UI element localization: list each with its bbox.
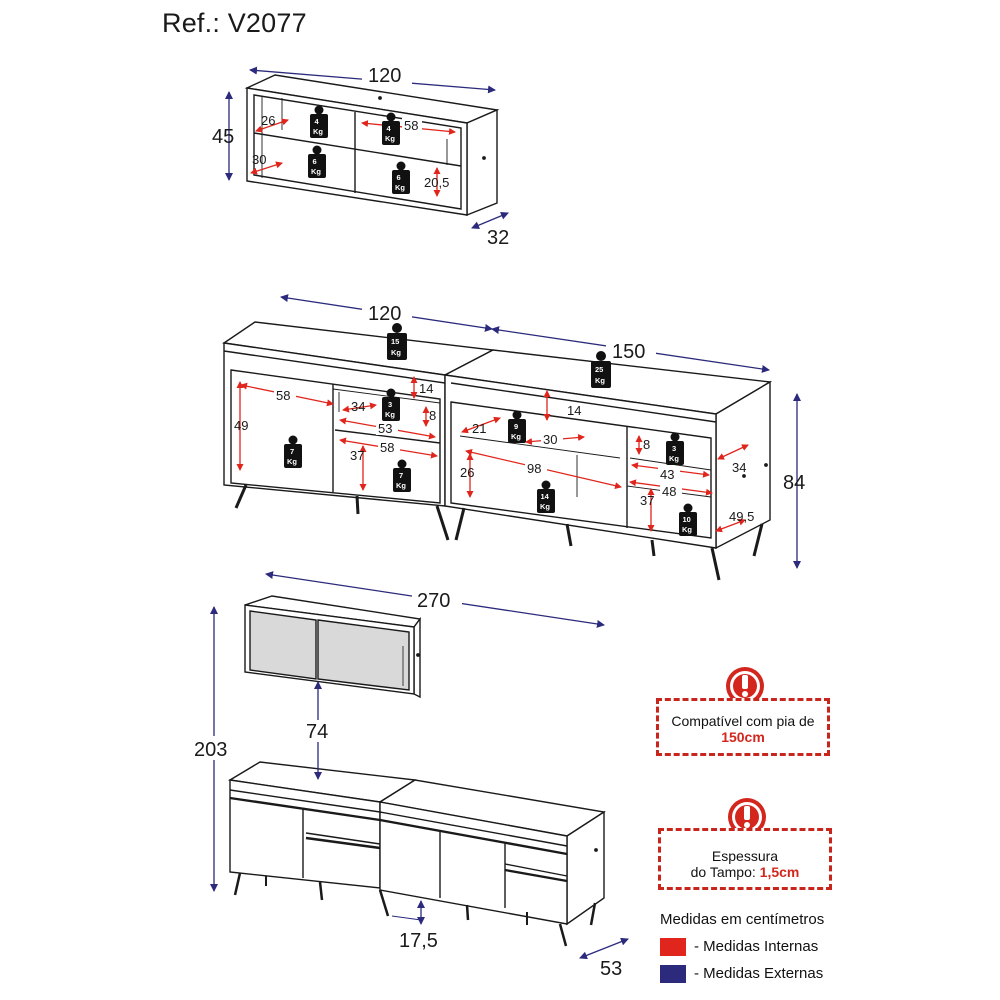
notice-highlight: 150cm [721, 729, 765, 745]
upper-int-20-5: 20,5 [424, 175, 449, 190]
leg-height-label: 17,5 [399, 930, 438, 952]
total-width-label: 270 [417, 590, 450, 612]
lower-int-58b: 58 [380, 440, 394, 455]
svg-text:Kg: Kg [391, 348, 401, 357]
lower-weight-3b: 3 Kg [666, 432, 684, 465]
svg-text:3: 3 [672, 444, 676, 453]
lower-int-48: 48 [662, 484, 676, 499]
legend-external: - Medidas Externas [660, 960, 860, 987]
lower-int-8b: 8 [643, 437, 650, 452]
lower-int-21: 21 [472, 421, 486, 436]
svg-text:Kg: Kg [669, 454, 679, 463]
exclamation-icon [728, 798, 766, 836]
lower-int-98: 98 [527, 461, 541, 476]
upper-int-30: 30 [252, 152, 266, 167]
svg-text:Kg: Kg [396, 481, 406, 490]
lower-int-49: 49 [234, 418, 248, 433]
lower-height-label: 84 [783, 472, 805, 494]
svg-text:14: 14 [541, 492, 550, 501]
svg-text:Kg: Kg [385, 134, 395, 143]
svg-text:Kg: Kg [540, 502, 550, 511]
external-color-swatch [660, 964, 686, 983]
legend: Medidas em centímetros - Medidas Interna… [660, 906, 860, 987]
upper-depth-label: 32 [487, 227, 509, 249]
svg-text:4: 4 [387, 124, 392, 133]
lower-int-53: 53 [378, 421, 392, 436]
gap-label: 74 [306, 721, 328, 743]
upper-weight-1: 4 Kg [310, 105, 328, 138]
lower-int-34b: 34 [732, 460, 746, 475]
reference-title: Ref.: V2077 [162, 8, 307, 38]
legend-external-label: - Medidas Externas [694, 965, 824, 982]
svg-text:Kg: Kg [395, 183, 405, 192]
svg-text:Kg: Kg [682, 525, 692, 534]
total-depth-label: 53 [600, 958, 622, 980]
total-height-label: 203 [194, 739, 227, 761]
svg-text:9: 9 [514, 422, 518, 431]
lower-weight-3a: 3 Kg [382, 388, 400, 421]
lower-int-30: 30 [543, 432, 557, 447]
notice-line-1: Espessura [711, 848, 779, 864]
lower-units [222, 321, 773, 581]
svg-text:6: 6 [397, 173, 401, 182]
upper-weight-4: 6 Kg [392, 161, 410, 194]
countertop-thickness-notice: Espessura do Tampo: 1,5cm [658, 828, 832, 890]
svg-text:15: 15 [391, 337, 399, 346]
upper-height-label: 45 [212, 126, 234, 148]
lower-weight-14: 14 Kg [537, 480, 555, 513]
lower-weight-25: 25 Kg [591, 351, 611, 388]
lower-int-8a: 8 [429, 408, 436, 423]
lower-int-26: 26 [460, 465, 474, 480]
svg-text:Kg: Kg [287, 457, 297, 466]
legend-heading: Medidas em centímetros [660, 911, 825, 928]
assembled-view [227, 595, 606, 947]
svg-text:Kg: Kg [595, 376, 605, 385]
legend-internal: - Medidas Internas [660, 933, 860, 960]
svg-text:3: 3 [388, 400, 392, 409]
notice-text: Compatível com pia de [671, 713, 815, 729]
legend-internal-label: - Medidas Internas [694, 938, 819, 955]
upper-weight-2: 4 Kg [382, 112, 400, 145]
lower-weight-10: 10 Kg [679, 503, 697, 536]
lower-int-34a: 34 [351, 399, 365, 414]
lower-int-43: 43 [660, 467, 674, 482]
lower-weight-7a: 7 Kg [284, 435, 302, 468]
lower-weight-9: 9 Kg [508, 410, 526, 443]
svg-text:7: 7 [399, 471, 403, 480]
svg-text:10: 10 [683, 515, 691, 524]
lower-int-37b: 37 [640, 493, 654, 508]
svg-text:Kg: Kg [311, 167, 321, 176]
svg-text:Kg: Kg [385, 410, 395, 419]
svg-text:6: 6 [313, 157, 317, 166]
lower-weight-15: 15 Kg [387, 323, 407, 360]
lower-int-58a: 58 [276, 388, 290, 403]
svg-text:7: 7 [290, 447, 294, 456]
lower-left-width-label: 120 [368, 303, 401, 325]
svg-text:4: 4 [315, 117, 320, 126]
sink-compatibility-notice: Compatível com pia de 150cm [656, 698, 830, 756]
upper-int-58: 58 [404, 118, 418, 133]
svg-text:Kg: Kg [511, 432, 521, 441]
svg-text:Kg: Kg [313, 127, 323, 136]
exclamation-icon [726, 667, 764, 705]
lower-int-37a: 37 [350, 448, 364, 463]
svg-text:25: 25 [595, 365, 603, 374]
lower-int-14a: 14 [419, 381, 433, 396]
notice-highlight: 1,5cm [759, 864, 800, 880]
upper-int-26: 26 [261, 113, 275, 128]
lower-int-49-5: 49,5 [729, 509, 754, 524]
upper-width-label: 120 [368, 65, 401, 87]
lower-right-width-label: 150 [612, 341, 645, 363]
notice-line-2: do Tampo: [690, 864, 756, 880]
lower-int-14b: 14 [567, 403, 581, 418]
internal-color-swatch [660, 937, 686, 956]
lower-weight-7b: 7 Kg [393, 459, 411, 492]
upper-cabinet [244, 74, 500, 217]
upper-weight-3: 6 Kg [308, 145, 326, 178]
